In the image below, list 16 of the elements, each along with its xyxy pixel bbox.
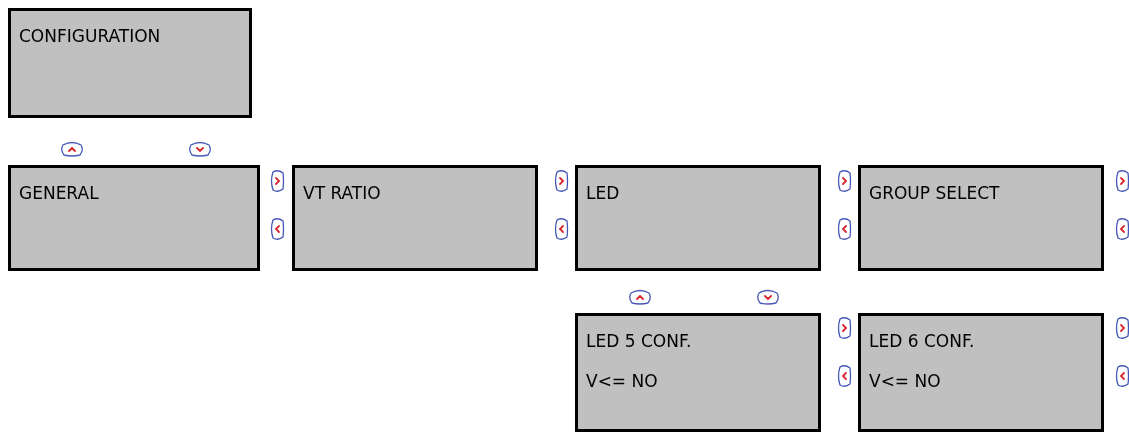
screen-text: LED 6 CONF. <box>869 330 975 352</box>
screen-text: LED <box>586 182 620 204</box>
display-screen <box>858 313 1104 432</box>
display-screen <box>292 165 538 271</box>
screen-text: CONFIGURATION <box>19 25 161 47</box>
display-screen <box>8 165 260 271</box>
display-screen <box>575 313 821 432</box>
screen-text: V<= NO <box>586 370 658 392</box>
display-screen <box>575 165 821 271</box>
display-screen <box>8 8 252 118</box>
screen-text: GENERAL <box>19 182 99 204</box>
screen-text: VT RATIO <box>303 182 381 204</box>
screen-text: LED 5 CONF. <box>586 330 692 352</box>
screen-text: V<= NO <box>869 370 941 392</box>
screen-text: GROUP SELECT <box>869 182 1000 204</box>
display-screen <box>858 165 1104 271</box>
